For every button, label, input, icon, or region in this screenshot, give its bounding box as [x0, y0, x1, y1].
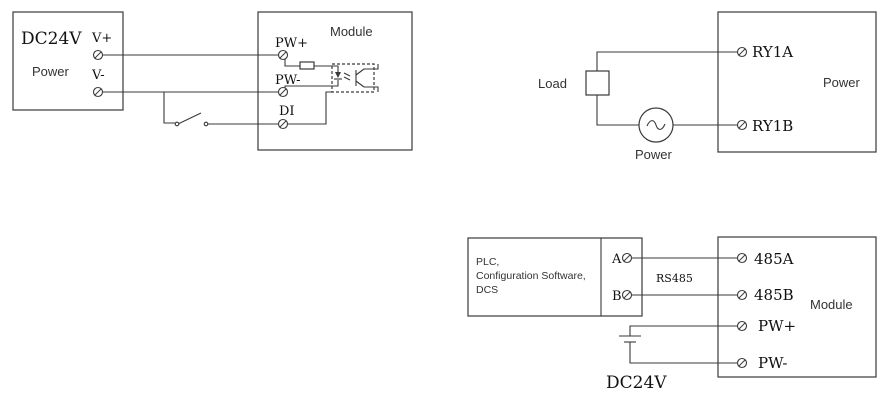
controller-line3: DCS [476, 284, 498, 296]
rs485-diagram: PLC, Configuration Software, DCS A B Mod… [467, 236, 877, 393]
switch-feed-wire [163, 92, 176, 124]
485a-label: 485A [754, 250, 794, 268]
controller-box [467, 237, 643, 317]
dc24v-supply-box [12, 11, 124, 111]
vminus-terminal [92, 86, 104, 98]
ac-source-label: Power [635, 147, 673, 162]
opto-output-top [364, 64, 379, 70]
di-internal-wire [285, 91, 332, 125]
pwminus-label: PW- [275, 73, 301, 88]
supply-pwminus-wire [629, 342, 740, 364]
switch-contact [177, 112, 202, 125]
485a-terminal [736, 252, 748, 264]
load-symbol [585, 70, 610, 96]
switch-contact-point [203, 121, 209, 127]
resistor-led-wire [314, 65, 339, 72]
load-label: Load [538, 76, 567, 91]
vplus-label: V+ [91, 31, 112, 46]
rs485-supply-voltage-label: DC24V [606, 373, 667, 393]
controller-line2: Configuration Software, [476, 270, 586, 282]
pwplus-terminal [277, 49, 289, 61]
optocoupler-symbol [331, 63, 375, 93]
ry1b-label: RY1B [752, 117, 793, 135]
resistor-symbol [299, 61, 315, 70]
led-symbol [335, 72, 341, 78]
ac-source-symbol [638, 107, 674, 143]
ry1a-label: RY1A [752, 43, 793, 61]
relay-output-diagram: Power RY1A RY1B Load Power [538, 11, 877, 162]
ry1a-load-wire [596, 51, 740, 71]
module-label: Module [330, 24, 373, 39]
controller-b-label: B [612, 289, 622, 304]
supply-voltage-label: DC24V [21, 29, 82, 49]
power-box-label: Power [823, 75, 861, 90]
di-label: DI [279, 104, 295, 119]
di-wiring-diagram: DC24V Power V+ V- Module PW+ PW- DI [12, 11, 413, 151]
light-arrow-1 [343, 72, 351, 77]
vminus-label: V- [91, 68, 105, 83]
controller-a-label: A [611, 252, 622, 267]
module-box [257, 11, 413, 151]
phototransistor-collector [355, 68, 365, 76]
di-terminal [277, 118, 289, 130]
switch-pivot [174, 121, 180, 127]
pwplus-label: PW+ [275, 36, 308, 51]
rs485-module-box [717, 236, 877, 378]
rs485-bus-label: RS485 [656, 272, 693, 285]
module-pwminus-label: PW- [758, 354, 788, 372]
485b-label: 485B [754, 286, 794, 304]
controller-a-terminal [621, 252, 633, 264]
opto-output-bottom [364, 86, 379, 92]
module-pwplus-terminal [736, 320, 748, 332]
supply-power-label: Power [32, 64, 70, 79]
module-pwplus-label: PW+ [758, 317, 796, 335]
light-arrow-2 [343, 76, 351, 81]
supply-pwplus-wire [629, 325, 740, 336]
power-box [717, 11, 877, 153]
controller-b-terminal [621, 289, 633, 301]
pwminus-terminal [277, 86, 289, 98]
vplus-terminal [92, 49, 104, 61]
phototransistor-emitter [355, 80, 365, 88]
ry1a-terminal [736, 46, 748, 58]
ry1b-terminal [736, 119, 748, 131]
485b-terminal [736, 289, 748, 301]
controller-line1: PLC, [476, 256, 499, 268]
ac-sine-icon [646, 120, 666, 130]
load-source-wire [596, 95, 639, 126]
rs485-module-label: Module [810, 297, 853, 312]
module-pwminus-terminal [736, 357, 748, 369]
